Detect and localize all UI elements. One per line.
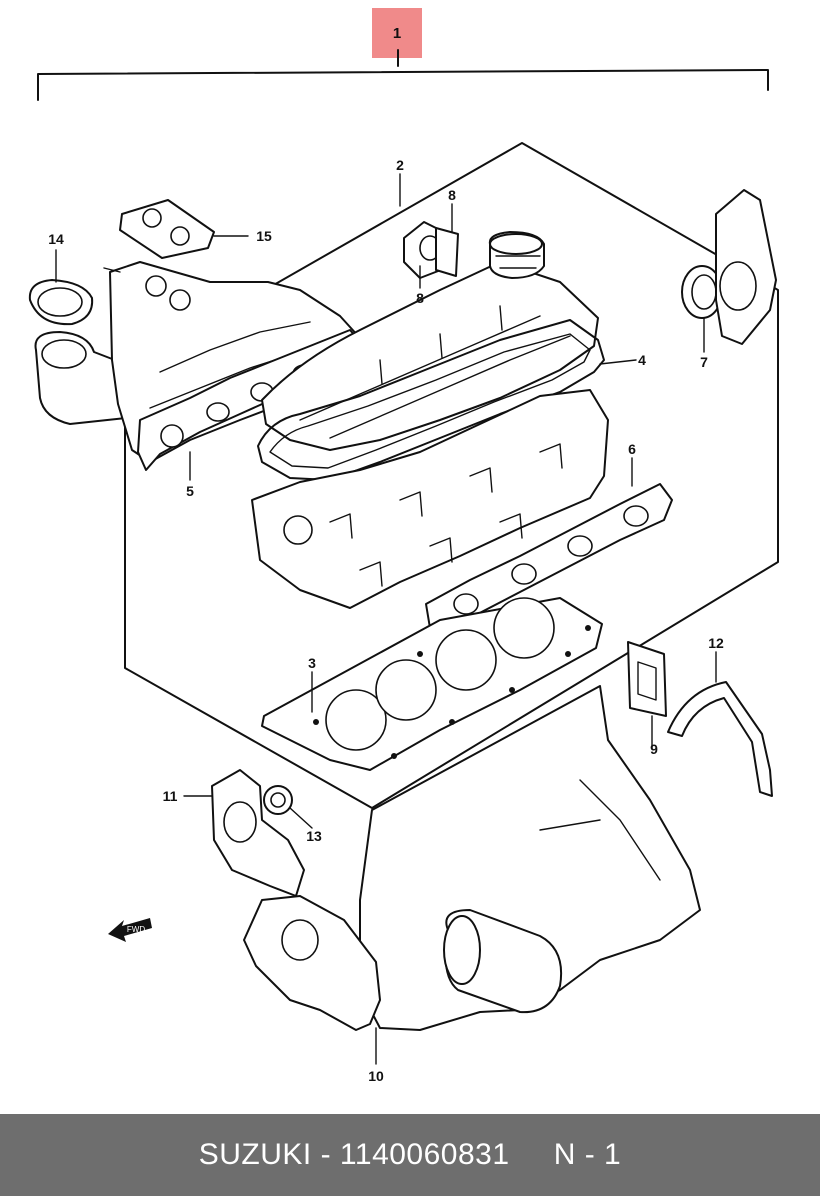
engine-block [359, 685, 701, 1031]
breather-gasket[interactable] [403, 221, 459, 279]
crankshaft-oil-seal[interactable] [263, 785, 293, 815]
fwd-label: FWD [127, 925, 145, 934]
timing-cover-gasket[interactable] [667, 681, 773, 797]
callout-11: 11 [163, 788, 178, 804]
callout-5: 5 [186, 483, 194, 499]
fwd-arrow-icon: FWD [108, 918, 152, 942]
water-pump-gasket[interactable] [211, 769, 305, 897]
oil-pump-gasket[interactable] [243, 895, 381, 1031]
water-inlet-gasket[interactable] [627, 641, 667, 717]
parts-diagram: 1 [28, 8, 779, 1084]
callout-8b: 8 [416, 290, 424, 306]
kit-bracket [37, 49, 769, 101]
callout-9: 9 [650, 741, 658, 757]
thermostat-gasket[interactable] [28, 279, 94, 326]
callout-10: 10 [368, 1068, 384, 1084]
kit-label: 1 [393, 25, 401, 42]
carburetor-gasket[interactable] [119, 199, 215, 259]
cylinder-head-cover [261, 231, 599, 451]
kit-frame [124, 142, 779, 809]
callout-8a: 8 [448, 187, 456, 203]
footer-part-number: SUZUKI - 1140060831 N - 1 [198, 1138, 622, 1171]
footer-bar: SUZUKI - 1140060831 N - 1 [0, 1114, 820, 1196]
callout-14: 14 [48, 231, 64, 247]
callout-4: 4 [638, 352, 646, 368]
callout-7: 7 [700, 354, 708, 370]
callout-12: 12 [708, 635, 724, 651]
callout-15: 15 [256, 228, 272, 244]
cylinder-head-gasket[interactable] [261, 597, 603, 771]
leader-lines [55, 173, 717, 1065]
cylinder-head [251, 389, 609, 609]
callout-3: 3 [308, 655, 316, 671]
kit-badge[interactable] [372, 8, 422, 58]
callout-numbers: 2 3 4 5 6 7 8 8 9 10 11 12 13 14 15 [48, 157, 724, 1084]
kit-callout[interactable]: 1 [372, 8, 422, 58]
camshaft-oil-seal[interactable] [681, 265, 723, 319]
thermostat-housing [34, 331, 127, 425]
callout-2: 2 [396, 157, 404, 173]
callout-13: 13 [306, 828, 322, 844]
head-cover-gasket[interactable] [257, 319, 605, 481]
callout-6: 6 [628, 441, 636, 457]
exhaust-manifold-gasket[interactable] [425, 483, 673, 641]
distributor-case [715, 189, 777, 345]
